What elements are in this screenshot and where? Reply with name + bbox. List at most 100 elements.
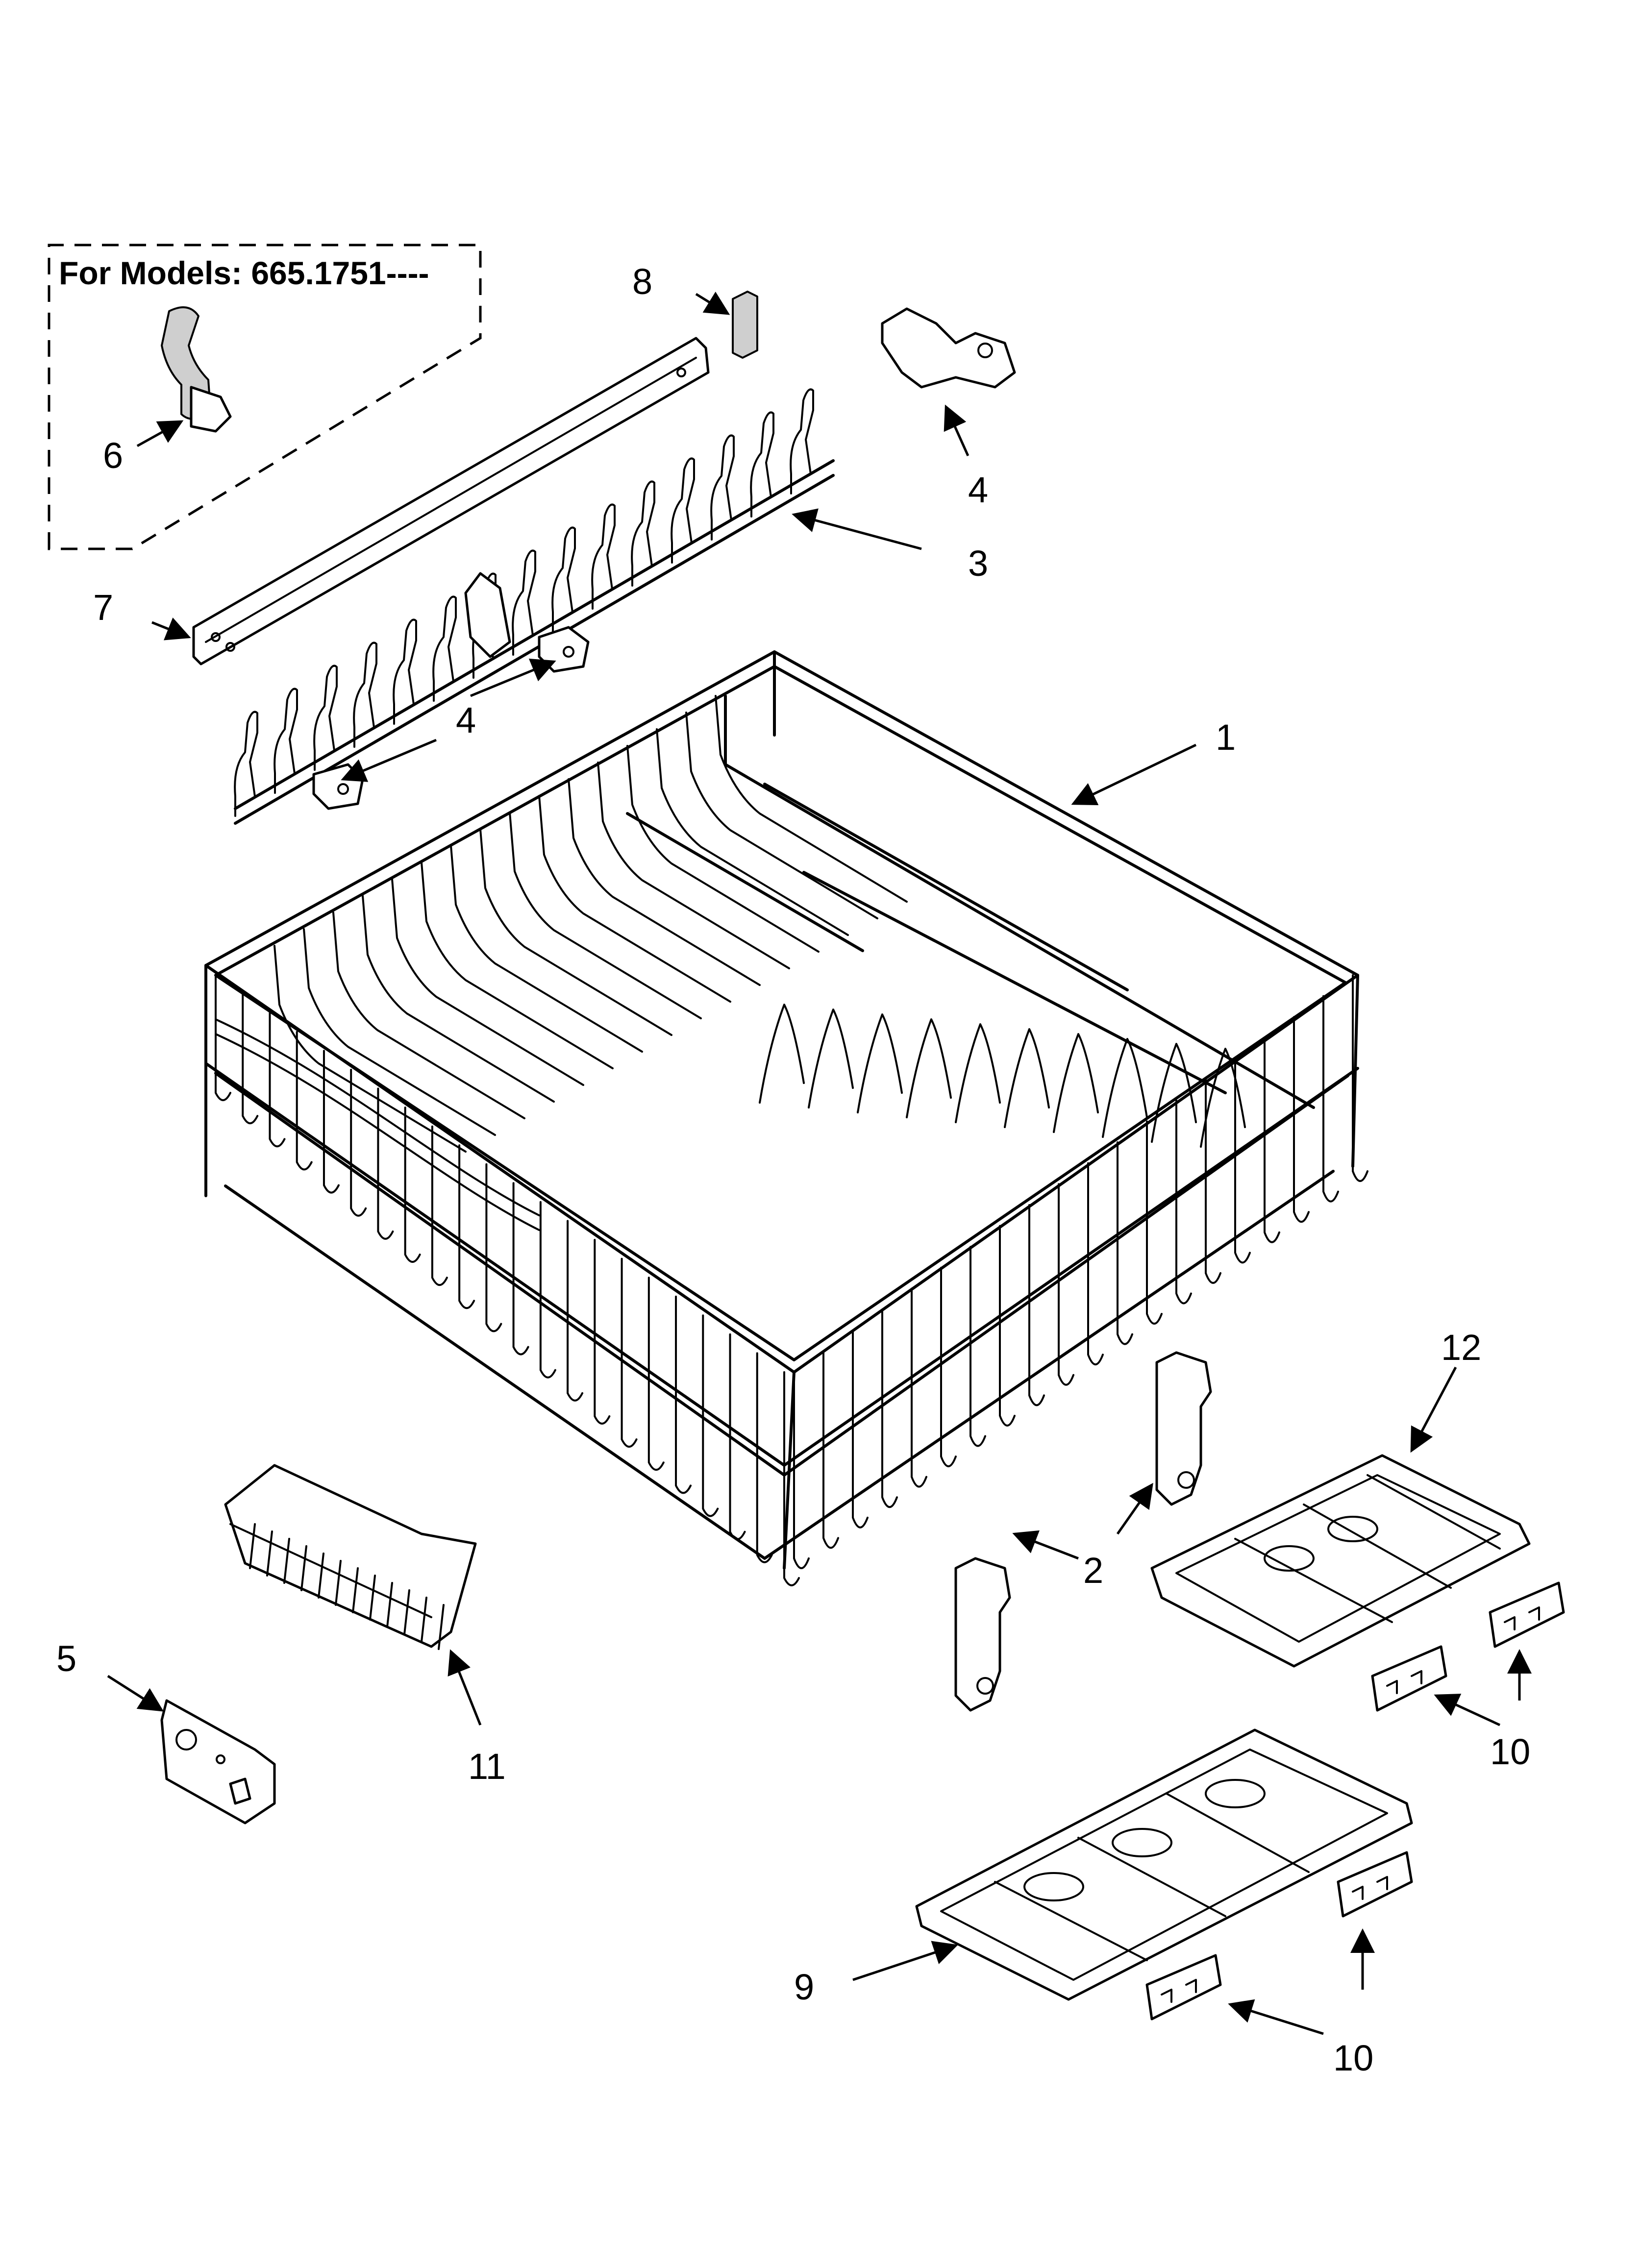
part-4-hinge-lower-c bbox=[464, 572, 511, 658]
part-4-hinge-upper bbox=[881, 307, 1016, 389]
rack-wire bbox=[1352, 974, 1368, 1182]
basket-wire bbox=[403, 1589, 410, 1635]
basket-wire bbox=[300, 1545, 307, 1591]
callout-11: 11 bbox=[468, 1746, 506, 1787]
rack-wire bbox=[621, 1257, 638, 1448]
callout-3: 3 bbox=[968, 543, 988, 584]
callout-9: 9 bbox=[794, 1967, 814, 2007]
inner-tine bbox=[568, 778, 761, 986]
basket-wire bbox=[249, 1523, 256, 1569]
inner-tine bbox=[1004, 1028, 1050, 1128]
inner-tine bbox=[808, 1009, 854, 1109]
rack-wire bbox=[675, 1295, 692, 1494]
inner-tine bbox=[715, 695, 908, 903]
inner-tine bbox=[479, 828, 672, 1036]
tine bbox=[631, 480, 655, 587]
part-2-bracket-a bbox=[954, 1557, 1011, 1712]
rack-wire bbox=[1205, 1079, 1221, 1284]
rack-wire bbox=[970, 1246, 986, 1447]
tine bbox=[750, 411, 774, 518]
part-10-clip-a bbox=[1371, 1645, 1447, 1712]
inner-tine bbox=[391, 878, 584, 1086]
part-6-clip bbox=[161, 306, 232, 433]
rack-wire bbox=[852, 1329, 869, 1528]
rack-wire bbox=[512, 1182, 529, 1356]
rack-wire bbox=[1117, 1141, 1133, 1345]
rack-wire bbox=[1322, 995, 1339, 1203]
inner-tine bbox=[274, 945, 467, 1153]
rack-wire bbox=[323, 1050, 340, 1194]
rack-wire bbox=[1058, 1183, 1074, 1386]
inner-tine bbox=[421, 862, 614, 1069]
rack-wire bbox=[911, 1287, 927, 1488]
tine bbox=[671, 457, 695, 564]
basket-wire bbox=[335, 1560, 342, 1606]
rack-wire bbox=[822, 1350, 839, 1549]
rack-wire bbox=[702, 1314, 719, 1517]
rack-wire bbox=[485, 1163, 502, 1332]
basket-wire bbox=[369, 1575, 376, 1621]
rack-wire bbox=[881, 1308, 898, 1508]
rack-wire bbox=[404, 1107, 421, 1263]
inner-tine bbox=[509, 812, 702, 1019]
callout-12: 12 bbox=[1441, 1327, 1481, 1368]
part-9-tray bbox=[915, 1728, 1413, 2001]
callout-5: 5 bbox=[56, 1638, 76, 1679]
inner-tine bbox=[955, 1023, 1001, 1123]
rack-wire bbox=[215, 974, 231, 1101]
part-10-clip-d bbox=[1145, 1954, 1222, 2021]
part-1-rack bbox=[204, 650, 1368, 1586]
rack-wire bbox=[539, 1201, 556, 1379]
basket-wire bbox=[386, 1582, 393, 1628]
tine bbox=[432, 595, 457, 702]
inner-tine bbox=[1151, 1043, 1197, 1143]
rack-wire bbox=[431, 1125, 448, 1286]
inner-tine bbox=[656, 728, 849, 936]
model-callout-box: For Models: 665.1751---- bbox=[48, 244, 482, 550]
callout-10-lower: 10 bbox=[1333, 2038, 1373, 2078]
part-10-clip-b bbox=[1489, 1581, 1565, 1648]
rack-wire bbox=[458, 1144, 475, 1309]
callout-4-lower: 4 bbox=[456, 700, 476, 740]
rack-wire bbox=[1146, 1120, 1163, 1325]
inner-tine bbox=[1053, 1033, 1099, 1133]
rack-wire bbox=[940, 1266, 957, 1467]
part-4-hinge-lower-a bbox=[312, 763, 364, 810]
basket-wire bbox=[318, 1553, 324, 1599]
tine bbox=[790, 388, 814, 494]
inner-tine bbox=[597, 762, 790, 969]
tine bbox=[512, 549, 536, 656]
basket-wire bbox=[438, 1604, 445, 1650]
rack-wire bbox=[269, 1012, 286, 1148]
inner-tine bbox=[538, 795, 731, 1003]
basket-wire bbox=[421, 1597, 427, 1643]
callout-8: 8 bbox=[632, 261, 652, 302]
tine bbox=[234, 711, 258, 817]
part-10-clip-c bbox=[1337, 1851, 1413, 1918]
inner-tine bbox=[759, 1004, 805, 1104]
rack-wire bbox=[1293, 1016, 1310, 1223]
tine bbox=[313, 665, 338, 771]
inner-tine bbox=[906, 1018, 952, 1118]
rack-wire bbox=[1028, 1204, 1045, 1406]
part-2-bracket-b bbox=[1155, 1351, 1212, 1506]
callout-7: 7 bbox=[93, 587, 113, 628]
inner-tine bbox=[857, 1013, 903, 1113]
inner-tine bbox=[685, 712, 878, 919]
callout-2: 2 bbox=[1083, 1550, 1103, 1591]
rack-wire bbox=[1264, 1036, 1280, 1243]
tine bbox=[274, 688, 298, 794]
rack-wire bbox=[594, 1239, 611, 1425]
inner-tine bbox=[332, 912, 525, 1119]
inner-tine bbox=[1200, 1048, 1246, 1148]
rack-wire bbox=[1087, 1162, 1104, 1365]
tine bbox=[551, 526, 576, 633]
callout-10-upper: 10 bbox=[1490, 1731, 1530, 1772]
inner-tine bbox=[1102, 1038, 1148, 1138]
leader-lines bbox=[107, 292, 1532, 2035]
rack-wire bbox=[729, 1333, 746, 1540]
inner-tine bbox=[626, 745, 820, 953]
rack-wire bbox=[377, 1087, 394, 1240]
